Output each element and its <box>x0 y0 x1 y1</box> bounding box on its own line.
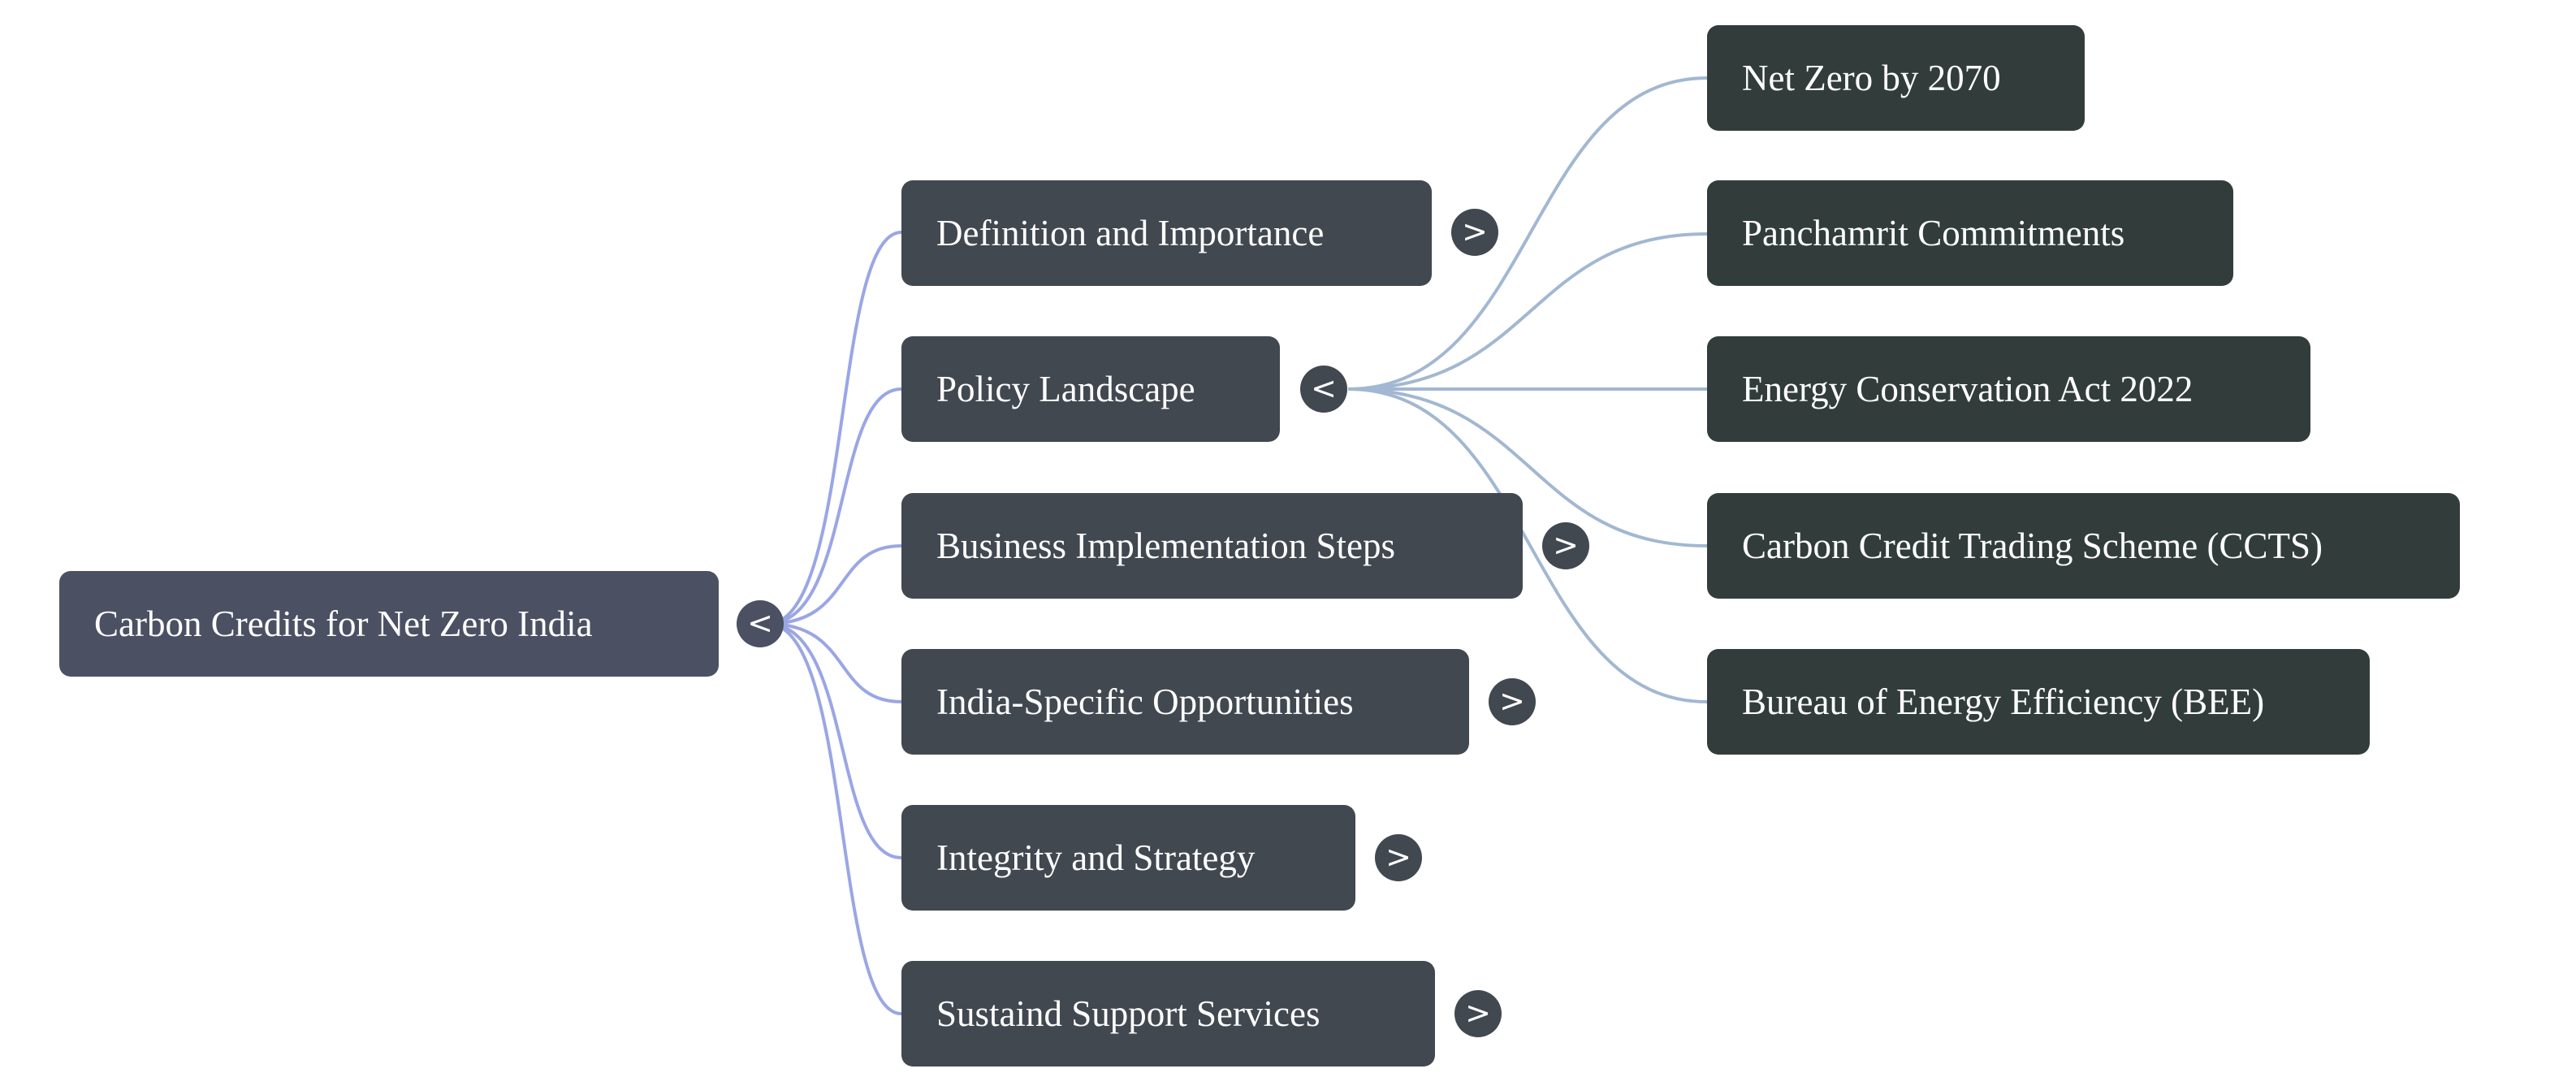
leaf-energy-conservation-act-2022[interactable]: Energy Conservation Act 2022 <box>1707 336 2310 442</box>
branch-india-expand-toggle[interactable]: > <box>1489 678 1536 725</box>
branch-definition-expand-toggle[interactable]: > <box>1451 209 1498 256</box>
leaf-net-zero-by-2070[interactable]: Net Zero by 2070 <box>1707 25 2085 131</box>
link-root-policy <box>767 387 902 625</box>
branch-business-implementation-steps[interactable]: Business Implementation Steps <box>901 493 1523 599</box>
branch-definition-and-importance[interactable]: Definition and Importance <box>901 180 1432 286</box>
link-root-integrity <box>767 622 902 859</box>
link-root-sustaind <box>767 622 902 1015</box>
branch-integrity-and-strategy[interactable]: Integrity and Strategy <box>901 805 1355 911</box>
branch-policy-landscape[interactable]: Policy Landscape <box>901 336 1280 442</box>
leaf-bureau-of-energy-efficiency[interactable]: Bureau of Energy Efficiency (BEE) <box>1707 649 2370 755</box>
branch-sustaind-support-services[interactable]: Sustaind Support Services <box>901 961 1435 1067</box>
branch-business-expand-toggle[interactable]: > <box>1542 522 1589 569</box>
link-root-definition <box>767 231 902 625</box>
link-root-india <box>767 622 902 703</box>
root-collapse-toggle[interactable]: < <box>737 600 784 647</box>
link-root-business <box>767 544 902 625</box>
branch-india-specific-opportunities[interactable]: India-Specific Opportunities <box>901 649 1469 755</box>
leaf-carbon-credit-trading-scheme[interactable]: Carbon Credit Trading Scheme (CCTS) <box>1707 493 2460 599</box>
leaf-panchamrit-commitments[interactable]: Panchamrit Commitments <box>1707 180 2233 286</box>
branch-sustaind-expand-toggle[interactable]: > <box>1454 990 1502 1037</box>
root-node[interactable]: Carbon Credits for Net Zero India <box>59 571 719 677</box>
branch-integrity-expand-toggle[interactable]: > <box>1375 834 1422 881</box>
branch-policy-collapse-toggle[interactable]: < <box>1300 366 1347 413</box>
